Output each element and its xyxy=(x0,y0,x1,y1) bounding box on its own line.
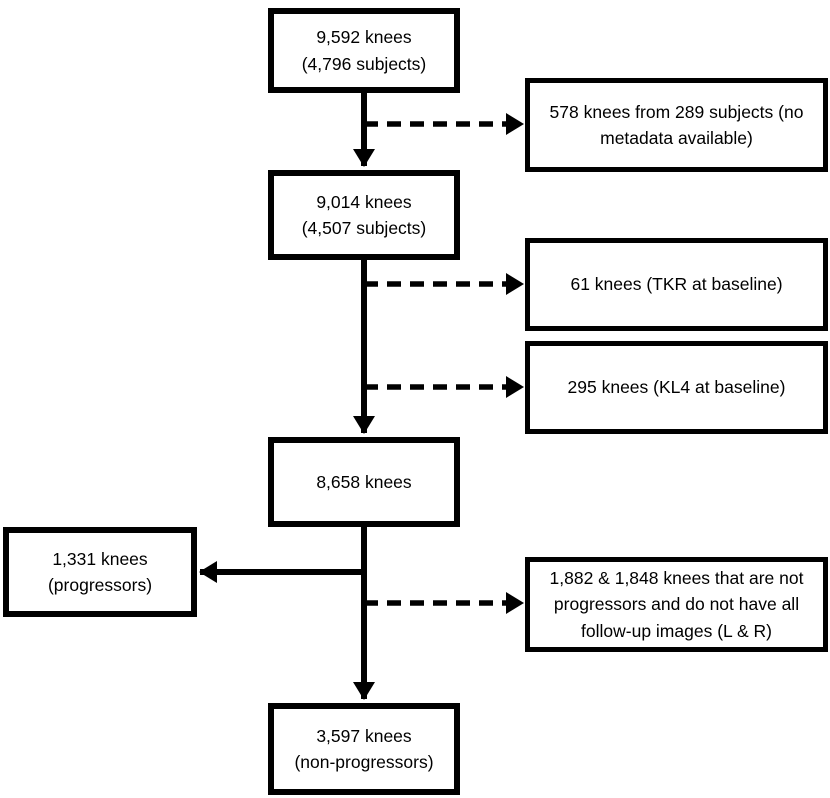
node-eligible-knees: 8,658 knees xyxy=(268,437,460,527)
node-total-knees: 9,592 knees (4,796 subjects) xyxy=(268,8,460,93)
node-excluded-not-progressors-incomplete: 1,882 & 1,848 knees that are not progres… xyxy=(525,557,828,652)
node-non-progressors: 3,597 knees (non-progressors) xyxy=(268,703,460,795)
node-progressors: 1,331 knees (progressors) xyxy=(3,527,197,617)
node-excluded-no-metadata: 578 knees from 289 subjects (no metadata… xyxy=(525,78,828,172)
node-excluded-kl4-baseline: 295 knees (KL4 at baseline) xyxy=(525,341,828,434)
node-excluded-tkr-baseline: 61 knees (TKR at baseline) xyxy=(525,238,828,331)
node-with-metadata-knees: 9,014 knees (4,507 subjects) xyxy=(268,170,460,260)
